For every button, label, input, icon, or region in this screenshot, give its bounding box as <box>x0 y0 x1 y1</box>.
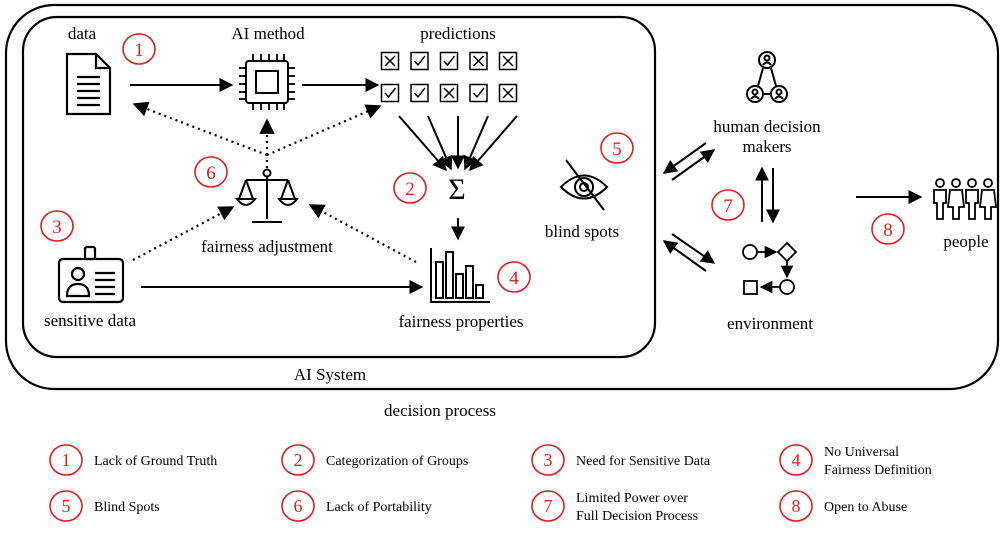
marker-7: 7 <box>711 189 745 221</box>
marker-2: 2 <box>393 172 427 204</box>
svg-text:1: 1 <box>134 40 144 61</box>
legend-number: 2 <box>294 450 303 470</box>
fairness-properties-label: fairness properties <box>398 312 523 331</box>
arrow-humans-to-ai <box>662 142 707 174</box>
marker-8: 8 <box>871 213 905 245</box>
prediction-check-icon <box>439 51 459 71</box>
chip-icon <box>239 54 295 110</box>
legend-text: Lack of Ground Truth <box>94 454 217 469</box>
legend-text: Limited Power over <box>576 491 688 506</box>
dotted-properties-to-scale <box>308 204 417 263</box>
svg-text:2: 2 <box>405 179 415 200</box>
arrow-env-to-ai <box>662 240 707 272</box>
ai-method-label: AI method <box>231 24 305 43</box>
arrow-ai-to-env <box>671 233 716 264</box>
id-card-icon <box>57 245 125 304</box>
legend-item-3: 3 Need for Sensitive Data <box>531 444 711 476</box>
svg-text:6: 6 <box>206 163 216 184</box>
prediction-x-icon <box>469 51 488 71</box>
arrow-ai-to-humans <box>671 149 716 181</box>
ai-system-box <box>21 15 657 359</box>
legend-text: Categorization of Groups <box>326 454 468 469</box>
legend-number: 3 <box>544 450 553 470</box>
decision-process-label: decision process <box>384 401 496 420</box>
legend-text: No Universal <box>824 445 899 460</box>
legend-text: Need for Sensitive Data <box>576 454 711 469</box>
prediction-check-icon <box>469 83 488 103</box>
arrow-pred2-to-sigma <box>427 115 453 171</box>
legend-number: 8 <box>792 496 801 516</box>
people-icon <box>933 178 998 220</box>
legend-item-6: 6 Lack of Portability <box>281 490 432 522</box>
legend-number: 5 <box>62 496 71 516</box>
legend-text: Full Decision Process <box>576 509 698 524</box>
document-icon <box>65 52 112 116</box>
fairness-adjustment-label: fairness adjustment <box>201 237 333 256</box>
sigma-icon: Σ <box>448 173 465 206</box>
prediction-x-icon <box>498 83 518 103</box>
dotted-to-predictions <box>266 104 382 157</box>
legend-number: 7 <box>544 496 553 516</box>
solid-arrows <box>130 78 923 294</box>
svg-text:3: 3 <box>52 217 62 238</box>
legend-text: Fairness Definition <box>824 463 932 478</box>
prediction-check-icon <box>410 83 429 103</box>
dotted-arrows <box>132 101 417 263</box>
legend-number: 6 <box>294 496 303 516</box>
predictions-grid <box>380 51 518 103</box>
dotted-to-data <box>132 101 268 157</box>
scales-icon <box>234 168 300 223</box>
legend-item-8: 8 Open to Abuse <box>779 490 907 522</box>
svg-text:8: 8 <box>883 220 893 241</box>
arrow-pred5-to-sigma <box>469 115 518 172</box>
legend-text: Lack of Portability <box>326 500 432 515</box>
bar-chart-icon <box>430 248 490 303</box>
legend-number: 4 <box>792 450 801 470</box>
marker-6: 6 <box>194 156 228 188</box>
marker-5: 5 <box>600 132 634 164</box>
prediction-check-icon <box>410 51 429 71</box>
decision-process-box <box>4 3 1000 391</box>
arrow-pred1-to-sigma <box>398 115 447 172</box>
svg-text:7: 7 <box>723 196 733 217</box>
legend-number: 1 <box>62 450 71 470</box>
legend-item-5: 5 Blind Spots <box>49 490 160 522</box>
legend: 1 Lack of Ground Truth 2 Categorization of … <box>49 444 932 524</box>
sensitive-data-label: sensitive data <box>44 311 137 330</box>
human-decision-makers-icon <box>746 51 788 103</box>
environment-icon <box>742 241 798 295</box>
eye-slash-icon <box>559 159 609 211</box>
human-decision-makers-label-2: makers <box>742 137 791 156</box>
human-decision-makers-label-1: human decision <box>713 117 821 136</box>
predictions-label: predictions <box>420 24 496 43</box>
prediction-x-icon <box>439 83 459 103</box>
prediction-x-icon <box>498 51 518 71</box>
arrow-pred4-to-sigma <box>463 115 489 171</box>
marker-4: 4 <box>497 261 531 293</box>
legend-item-2: 2 Categorization of Groups <box>281 444 468 476</box>
legend-text: Open to Abuse <box>824 500 907 515</box>
marker-3: 3 <box>40 210 74 242</box>
marker-1: 1 <box>122 33 156 65</box>
blind-spots-label: blind spots <box>545 222 619 241</box>
prediction-x-icon <box>380 51 400 71</box>
legend-item-1: 1 Lack of Ground Truth <box>49 444 217 476</box>
svg-text:4: 4 <box>509 268 519 289</box>
ai-system-label: AI System <box>294 365 366 384</box>
prediction-check-icon <box>380 83 400 103</box>
svg-text:5: 5 <box>612 139 622 160</box>
legend-text: Blind Spots <box>94 500 160 515</box>
people-label: people <box>943 232 988 251</box>
dotted-sensitive-to-scale <box>132 206 235 261</box>
data-label: data <box>68 24 97 43</box>
environment-label: environment <box>727 314 813 333</box>
